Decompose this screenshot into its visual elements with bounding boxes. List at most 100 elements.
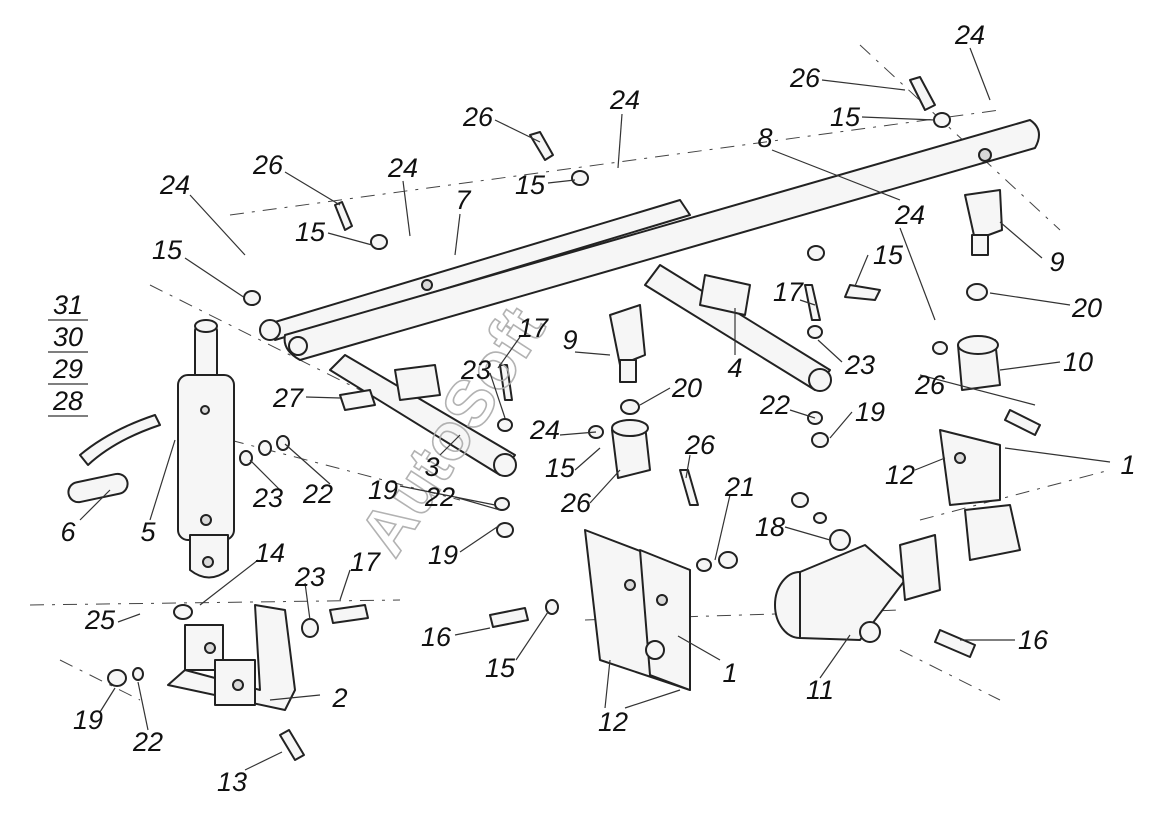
callout-label: 3 [424, 452, 439, 482]
leader-line [439, 434, 461, 456]
side-list: 31 30 29 28 [48, 290, 88, 417]
callout-label: 23 [252, 483, 283, 513]
leader-line [677, 635, 721, 661]
callout-label: 5 [140, 517, 156, 547]
callout-label: 14 [255, 538, 285, 568]
leader-line [639, 387, 671, 406]
leader-line [199, 559, 259, 606]
callout-label: 11 [806, 675, 834, 705]
callout-label: 12 [598, 707, 628, 737]
side-list-item: 31 [53, 290, 83, 320]
leader-line [574, 351, 611, 356]
callout-label: 15 [873, 240, 904, 270]
callout-label: 21 [724, 472, 755, 502]
block-10-right [957, 335, 1001, 391]
leader-line [327, 232, 373, 246]
callout-label: 9 [1049, 247, 1064, 277]
leader-line [589, 469, 621, 504]
leader-line [685, 454, 691, 479]
callout-label: 22 [759, 390, 790, 420]
leader-line [1004, 447, 1111, 463]
hose-6 [67, 414, 161, 504]
callout-label: 15 [830, 102, 861, 132]
callout-label: 8 [757, 123, 772, 153]
leader-line [714, 494, 731, 561]
callout-label: 15 [295, 217, 326, 247]
callout-label: 19 [428, 540, 458, 570]
callout-label: 26 [560, 488, 592, 518]
callout-label: 15 [485, 653, 516, 683]
beam-7 [259, 199, 691, 341]
bracket-2 [167, 604, 296, 711]
leader-line [919, 374, 1036, 406]
arm-4 [644, 264, 832, 392]
leader-line [604, 659, 611, 709]
leader-line [244, 751, 283, 771]
callout-label: 19 [855, 397, 885, 427]
callout-label: 23 [844, 350, 875, 380]
callout-label: 20 [1071, 293, 1102, 323]
leader-line [249, 459, 281, 491]
leader-line [305, 396, 341, 399]
callout-label: 24 [529, 415, 560, 445]
callout-label: 15 [152, 235, 183, 265]
leader-line [184, 257, 246, 299]
leader-line [117, 613, 141, 623]
callout-label: 2 [331, 683, 347, 713]
callout-label: 4 [727, 353, 742, 383]
leader-line [574, 447, 601, 471]
leader-line [999, 361, 1061, 371]
callout-label: 26 [684, 430, 716, 460]
leader-line [339, 569, 351, 601]
leader-line [497, 336, 521, 369]
callout-labels: 24 26 15 26 24 8 26 15 26 24 15 7 24 24 … [60, 20, 1135, 797]
callout-label: 24 [954, 20, 985, 50]
leader-line [899, 227, 936, 321]
plate-1-right [939, 429, 1021, 561]
callout-label: 24 [387, 153, 418, 183]
callout-label: 24 [159, 170, 190, 200]
leader-line [547, 179, 576, 184]
callout-label: 24 [609, 85, 640, 115]
callout-label: 16 [421, 622, 452, 652]
callout-label: 16 [1018, 625, 1049, 655]
leader-line [617, 113, 623, 169]
leader-lines [79, 47, 1111, 771]
leader-line [829, 411, 853, 439]
callout-label: 26 [789, 63, 821, 93]
callout-label: 9 [562, 325, 577, 355]
callout-label: 20 [671, 373, 702, 403]
callout-label: 26 [462, 102, 494, 132]
leader-line [821, 79, 906, 91]
callout-label: 15 [515, 170, 546, 200]
callout-label: 17 [350, 547, 381, 577]
leader-line [624, 689, 681, 709]
callout-label: 24 [894, 200, 925, 230]
leader-line [854, 254, 869, 287]
callout-label: 13 [217, 767, 247, 797]
callout-label: 26 [252, 150, 284, 180]
callout-label: 22 [132, 727, 163, 757]
leader-line [459, 524, 501, 553]
side-list-item: 29 [52, 354, 83, 384]
leader-line [789, 409, 816, 419]
arm-3 [329, 354, 517, 477]
leader-line [799, 299, 816, 306]
callout-label: 19 [73, 705, 103, 735]
leader-line [284, 171, 341, 206]
leader-line [454, 213, 461, 256]
callout-label: 27 [272, 383, 304, 413]
callout-label: 25 [84, 605, 116, 635]
leader-line [149, 439, 176, 521]
callout-label: 1 [1120, 450, 1135, 480]
housing-11 [774, 529, 941, 643]
block-10-center [611, 419, 651, 479]
leader-line [969, 47, 991, 101]
leader-line [269, 694, 321, 701]
callout-label: 23 [460, 355, 491, 385]
leader-line [861, 116, 936, 121]
callout-label: 19 [368, 475, 398, 505]
leader-line [137, 681, 149, 731]
